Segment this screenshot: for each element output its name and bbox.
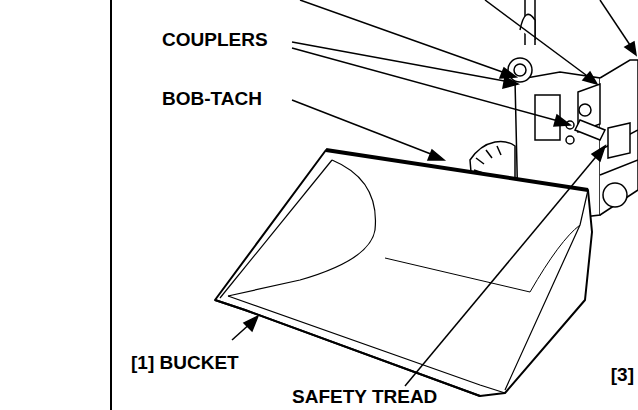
callout-label: [1] BUCKET <box>131 352 239 374</box>
bucket <box>215 150 592 396</box>
callout-number: [3] <box>611 364 634 386</box>
leader-lines <box>232 0 636 386</box>
part-label: SAFETY TREAD <box>292 386 437 408</box>
part-label: COUPLERS <box>162 29 268 51</box>
frame-border <box>110 0 112 410</box>
part-label: BOB-TACH <box>162 88 262 110</box>
